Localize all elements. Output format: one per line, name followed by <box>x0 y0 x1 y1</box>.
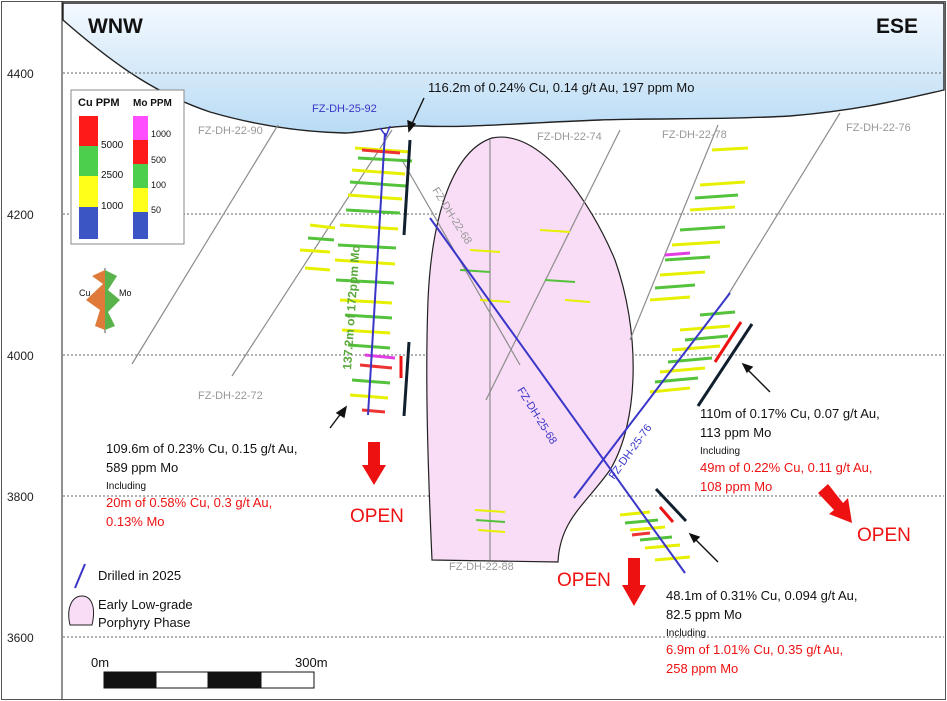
trace-fz-dh-22-78 <box>629 124 719 341</box>
scale-bar: 0m 300m <box>91 655 328 689</box>
trace-fz-dh-22-90 <box>131 124 279 365</box>
histogram-legend-glyph: Cu Mo <box>79 268 132 333</box>
annotation-dh76-line2: 113 ppm Mo <box>700 425 771 440</box>
annotation-dh76-inc-line2: 108 ppm Mo <box>700 479 772 494</box>
drilled-2025-label: Drilled in 2025 <box>98 568 181 583</box>
pointer-arrows <box>329 97 771 563</box>
annotation-dh92-inc-line1: 20m of 0.58% Cu, 0.3 g/t Au, <box>106 495 272 510</box>
intercept-bar-76 <box>696 323 754 407</box>
legend-cu-label-1000: 1000 <box>101 201 124 212</box>
annotation-dh76-inc-line1: 49m of 0.22% Cu, 0.11 g/t Au, <box>700 460 872 475</box>
label-fz-dh-25-92: FZ-DH-25-92 <box>312 103 377 115</box>
annotation-dh68-including: Including <box>666 628 706 639</box>
scale-start-label: 0m <box>91 655 109 670</box>
annotation-dh92-top: 116.2m of 0.24% Cu, 0.14 g/t Au, 197 ppm… <box>428 80 694 95</box>
intercept-bar-92-top <box>402 139 412 236</box>
legend-cu-label-2500: 2500 <box>101 170 124 181</box>
open-arrow-right <box>818 484 852 523</box>
annotation-dh92-inc-line2: 0.13% Mo <box>106 514 165 529</box>
intercept-bars <box>399 139 754 523</box>
tick-label-3600: 3600 <box>7 631 34 645</box>
intercept-bar-92-lower <box>402 341 411 417</box>
legend-cu-bin-1000 <box>79 176 98 207</box>
intercept-bar-68 <box>654 487 688 523</box>
legend-mo-bin-100 <box>133 164 148 188</box>
assay-intervals <box>299 146 749 562</box>
legend-mo-label-50: 50 <box>151 205 161 215</box>
collar-marker-25-92 <box>379 125 391 138</box>
legend-mo-bin-1000 <box>133 116 148 140</box>
sky-area <box>62 2 945 134</box>
annotation-dh68-inc-line2: 258 ppm Mo <box>666 661 738 676</box>
map-legend: Drilled in 2025 Early Low-grade Porphyry… <box>68 563 193 630</box>
trace-fz-dh-22-76 <box>727 112 841 296</box>
porphyry-legend-line1: Early Low-grade <box>98 597 193 612</box>
open-label-left: OPEN <box>350 506 404 527</box>
direction-label-wnw: WNW <box>88 15 143 38</box>
trace-fz-dh-22-74 <box>485 129 621 401</box>
legend-mo-bin-500 <box>133 140 148 164</box>
legend-cu-bin-low <box>79 207 98 239</box>
legend-mo-label-1000: 1000 <box>151 129 171 139</box>
legend-cu-title: Cu PPM <box>78 97 120 109</box>
label-fz-dh-22-76: FZ-DH-22-76 <box>846 122 911 134</box>
intercept-bar-68-red <box>658 506 675 523</box>
legend-mo-bin-50 <box>133 188 148 212</box>
open-arrow-middle <box>622 558 646 606</box>
legend-cu-bin-5000 <box>79 116 98 146</box>
drill-traces-2025 <box>367 132 731 574</box>
trace-fz-dh-25-68 <box>429 217 686 574</box>
drilled-2025-symbol <box>74 563 86 589</box>
histogram-label-mo: Mo <box>119 288 132 298</box>
annotation-dh68-line1: 48.1m of 0.31% Cu, 0.094 g/t Au, <box>666 588 858 603</box>
open-arrow-left <box>362 442 386 485</box>
legend-mo-label-500: 500 <box>151 155 166 165</box>
annotation-dh92-including: Including <box>106 481 146 492</box>
open-label-right: OPEN <box>857 525 911 546</box>
assay-legend: Cu PPM Mo PPM 5000 2500 1000 1000 500 10… <box>70 89 185 245</box>
annotation-dh92-lower-line2: 589 ppm Mo <box>106 460 178 475</box>
label-fz-dh-22-78: FZ-DH-22-78 <box>662 129 727 141</box>
open-arrows <box>362 442 852 606</box>
legend-mo-title: Mo PPM <box>133 98 172 109</box>
open-label-middle: OPEN <box>557 570 611 591</box>
legend-cu-bin-2500 <box>79 146 98 176</box>
tick-label-3800: 3800 <box>7 490 34 504</box>
intercept-bar-76-red <box>713 321 743 363</box>
elevation-tick-labels: 4400 4200 4000 3800 3600 <box>7 67 34 645</box>
label-fz-dh-22-72: FZ-DH-22-72 <box>198 390 263 402</box>
porphyry-legend-line2: Porphyry Phase <box>98 615 191 630</box>
tick-label-4000: 4000 <box>7 349 34 363</box>
legend-cu-label-5000: 5000 <box>101 140 124 151</box>
trace-fz-dh-25-92 <box>367 132 386 416</box>
intercept-annotations: 116.2m of 0.24% Cu, 0.14 g/t Au, 197 ppm… <box>106 80 880 676</box>
porphyry-legend-symbol <box>68 595 95 626</box>
annotation-dh92-lower-line1: 109.6m of 0.23% Cu, 0.15 g/t Au, <box>106 441 298 456</box>
annotation-dh68-line2: 82.5 ppm Mo <box>666 607 742 622</box>
annotation-dh76-including: Including <box>700 446 740 457</box>
legend-mo-label-100: 100 <box>151 180 166 190</box>
histogram-label-cu: Cu <box>79 288 91 298</box>
scale-end-label: 300m <box>295 655 328 670</box>
label-fz-dh-22-88: FZ-DH-22-88 <box>449 561 514 573</box>
tick-label-4400: 4400 <box>7 67 34 81</box>
direction-label-ese: ESE <box>876 15 918 38</box>
tick-label-4200: 4200 <box>7 208 34 222</box>
open-labels: OPEN OPEN OPEN <box>350 506 911 591</box>
annotation-dh76-line1: 110m of 0.17% Cu, 0.07 g/t Au, <box>700 406 880 421</box>
label-fz-dh-22-90: FZ-DH-22-90 <box>198 125 263 137</box>
legend-mo-bin-low <box>133 212 148 239</box>
annotation-dh68-inc-line1: 6.9m of 1.01% Cu, 0.35 g/t Au, <box>666 642 843 657</box>
label-fz-dh-22-74: FZ-DH-22-74 <box>537 131 602 143</box>
trace-fz-dh-25-76 <box>573 292 731 499</box>
